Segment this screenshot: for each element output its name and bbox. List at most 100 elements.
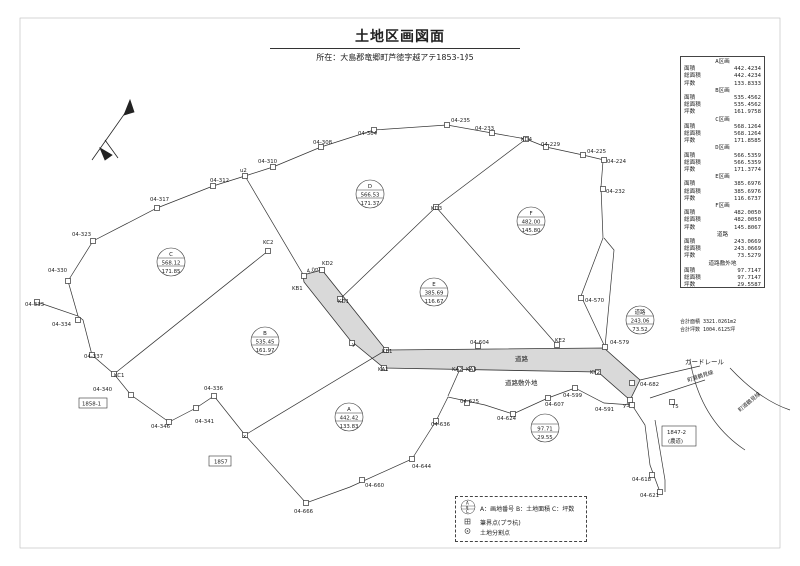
area-section-title: F区画 xyxy=(715,203,730,210)
survey-point-label: KB1 xyxy=(292,286,303,292)
survey-point-label: 04-225 xyxy=(587,149,606,155)
survey-point-label: 04-304 xyxy=(358,131,378,137)
survey-point-label: KC1 xyxy=(114,373,124,379)
survey-point: 04-341 xyxy=(193,405,214,425)
parcel-tsubo: 171.37 xyxy=(361,201,380,207)
survey-point: 04-624 xyxy=(497,411,517,422)
survey-point: KD1 xyxy=(337,296,349,305)
north-arrow-icon xyxy=(91,98,135,161)
survey-point-label: 04-621 xyxy=(640,493,659,499)
survey-point: 04-625 xyxy=(460,399,479,406)
survey-point: 04-337 xyxy=(84,352,103,360)
survey-point: 04-579 xyxy=(602,340,630,350)
parcel-tsubo: 116.67 xyxy=(425,299,444,305)
survey-point-label: 04-644 xyxy=(412,464,432,470)
survey-point-label: KA1 xyxy=(378,367,389,373)
survey-point: 04-224 xyxy=(601,157,627,165)
survey-point-label: KA2 xyxy=(452,367,463,373)
survey-point-label: 04-341 xyxy=(195,419,214,425)
total-row: 合計面積 3321.0261m2 xyxy=(680,319,737,325)
survey-point-label: 04-579 xyxy=(610,340,630,346)
svg-text:1847-2: 1847-2 xyxy=(667,430,686,436)
parcel-area: 568.12 xyxy=(162,261,181,267)
survey-point: KA2 xyxy=(452,366,463,373)
survey-point-label: KA3 xyxy=(466,367,477,373)
parcel-area: 442.42 xyxy=(340,416,359,422)
survey-point-label: 04-570 xyxy=(585,298,605,304)
parcel-area: 243.06 xyxy=(631,319,650,325)
survey-point-label: 04-310 xyxy=(258,159,278,165)
survey-point-label: u2 xyxy=(240,168,247,174)
survey-point-label: 04-337 xyxy=(84,354,103,360)
survey-point: 04-304 xyxy=(358,127,378,137)
area-section-title: 道路 xyxy=(716,231,729,238)
area-section-title: C区画 xyxy=(715,116,730,123)
survey-point-label: 04-599 xyxy=(563,393,583,399)
survey-point-label: 04-604 xyxy=(470,340,490,346)
survey-point: KC1 xyxy=(111,371,124,379)
survey-point-label: 04-660 xyxy=(365,483,385,489)
legend-glyph-a: A xyxy=(466,501,469,506)
address-line: 所在：大島郡竜郷町芦徳字越アテ1853-1ﾀ5 xyxy=(270,48,520,63)
survey-point: 04-336 xyxy=(204,386,224,399)
survey-point: 04-636 xyxy=(431,418,451,428)
survey-point-label: 04-625 xyxy=(460,399,479,405)
area-section-title: A区画 xyxy=(715,59,730,65)
drawing-frame xyxy=(19,17,781,549)
survey-point: 04-225 xyxy=(580,149,606,158)
svg-text:1857: 1857 xyxy=(214,460,228,466)
lot-box-1847: 1847-2 (農道) xyxy=(661,425,697,447)
survey-point-label: 04-346 xyxy=(151,424,171,430)
side-road-label-2: 町道鶴見線 xyxy=(736,390,762,414)
survey-point-label: 04-666 xyxy=(294,509,314,515)
survey-point: KE2 xyxy=(554,338,565,348)
survey-point-label: KY2 xyxy=(590,370,600,376)
survey-point-label: 04-312 xyxy=(210,178,229,184)
survey-point: KB1 xyxy=(292,273,307,292)
parcel-area: 535.45 xyxy=(256,340,275,346)
legend-stake: 筆界点(プラ杭) xyxy=(480,520,521,527)
survey-point-label: 04-336 xyxy=(204,386,224,392)
survey-point: 04-682 xyxy=(629,380,659,388)
road-width-label: 4.0m xyxy=(306,266,321,275)
area-section-title: 道路敷外地 xyxy=(708,260,737,267)
survey-point-label: 04-682 xyxy=(640,382,659,388)
survey-point: y3 xyxy=(623,397,633,409)
survey-point-label: 04-235 xyxy=(451,118,470,124)
survey-point-label: 04-607 xyxy=(545,402,564,408)
survey-point: KC2 xyxy=(263,240,273,254)
survey-point-label: 04-334 xyxy=(52,322,72,328)
svg-text:(農道): (農道) xyxy=(668,437,683,445)
survey-point-label: y xyxy=(352,342,356,348)
survey-point: 04-621 xyxy=(640,489,663,499)
survey-point: 04-312 xyxy=(210,178,229,189)
page-title: 土地区画図面 xyxy=(355,29,445,45)
survey-point-label: 04-323 xyxy=(72,232,91,238)
survey-point-label: 04-636 xyxy=(431,422,451,428)
parcel-tsubo: 145.80 xyxy=(522,228,541,234)
survey-point: 04-340 xyxy=(93,387,134,398)
road-outside-label: 道路敷外地 xyxy=(505,378,538,387)
area-section-title: E区画 xyxy=(715,174,730,181)
parcel-tsubo: 171.85 xyxy=(162,269,181,275)
survey-point: KA1 xyxy=(378,365,389,373)
survey-point-label: KC2 xyxy=(263,240,273,246)
survey-point-label: KD1 xyxy=(338,299,349,305)
